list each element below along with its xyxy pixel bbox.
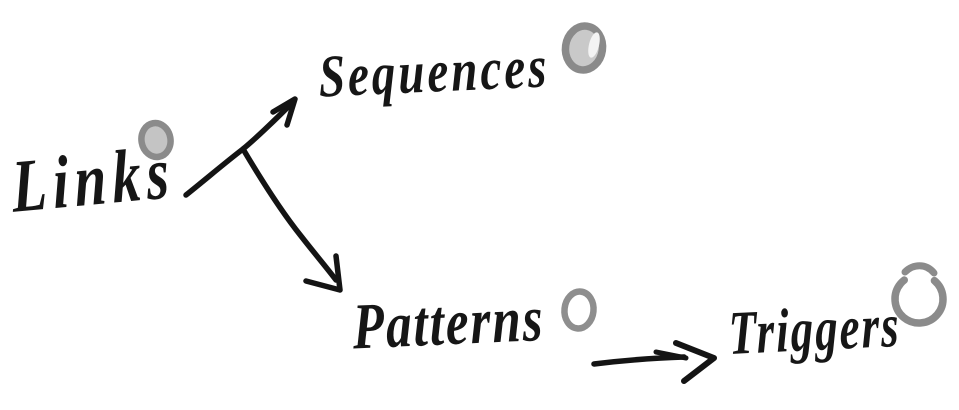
- edge-links-to-sequences: [183, 96, 298, 198]
- edge-links-to-patterns: [240, 146, 343, 293]
- triggers-circle-doodle: [891, 262, 947, 327]
- node-label-links: Links: [9, 131, 177, 230]
- links-circle-doodle: [138, 119, 174, 161]
- node-label-patterns: Patterns: [351, 283, 546, 364]
- sequences-circle-doodle: [561, 22, 607, 74]
- node-label-triggers: Triggers: [727, 290, 902, 368]
- node-label-sequences: Sequences: [317, 33, 551, 111]
- patterns-circle-doodle: [561, 288, 597, 332]
- edge-patterns-to-triggers: [591, 340, 717, 384]
